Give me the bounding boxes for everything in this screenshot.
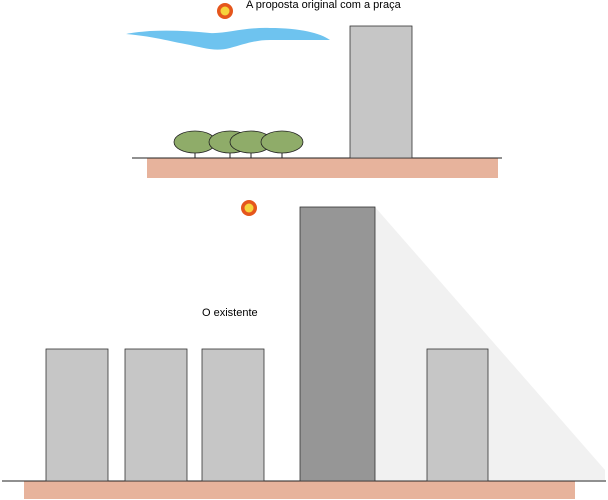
top-caption: A proposta original com a praça xyxy=(246,0,402,11)
tree-icon xyxy=(260,130,304,158)
ground-strip xyxy=(24,481,575,499)
building-5 xyxy=(426,348,489,482)
bottom-caption: O existente xyxy=(202,307,258,319)
tall-building xyxy=(299,206,376,482)
sun-core xyxy=(220,6,230,16)
top-panel: A proposta original com a praça xyxy=(126,0,502,178)
cloud-icon xyxy=(126,27,330,50)
sun-icon xyxy=(217,3,233,19)
tower-building xyxy=(349,25,413,159)
tree-row xyxy=(173,130,304,158)
bottom-panel: O existente xyxy=(2,200,606,499)
building-2 xyxy=(124,348,188,482)
sun-core xyxy=(244,203,254,213)
building-3 xyxy=(201,348,265,482)
sun-icon xyxy=(241,200,257,216)
ground-strip xyxy=(147,158,498,178)
cast-shadow xyxy=(375,207,605,480)
building-1 xyxy=(45,348,109,482)
